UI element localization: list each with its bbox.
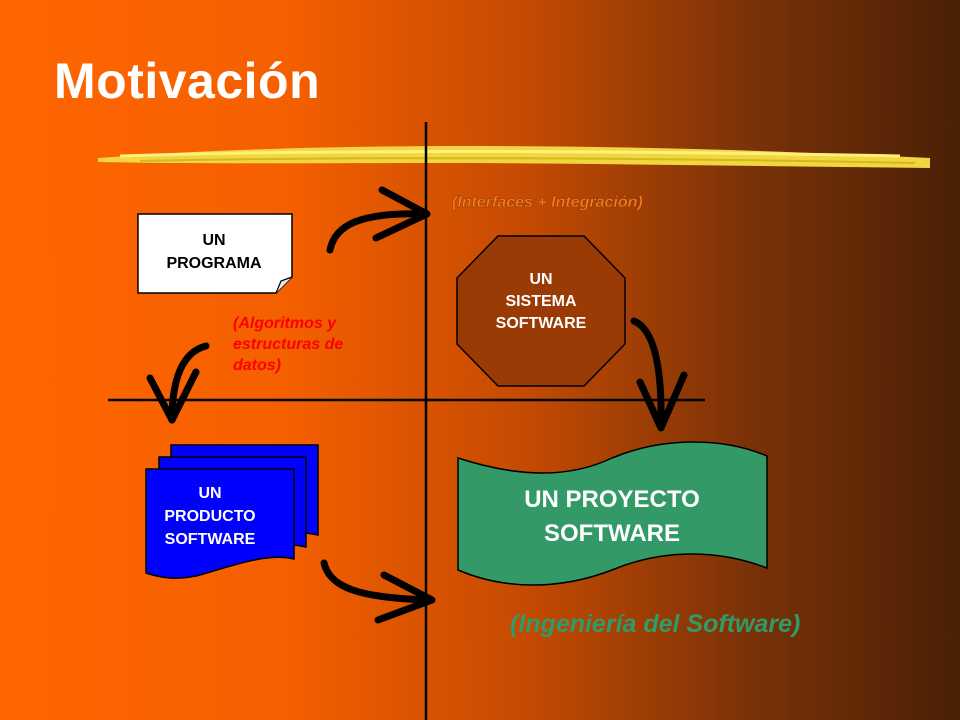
note-algoritmos-line-2: estructuras de <box>233 336 343 353</box>
sistema-node: UN SISTEMA SOFTWARE <box>456 235 626 387</box>
proyecto-line-1: UN PROYECTO <box>524 486 700 513</box>
note-ingenieria: (Ingeniería del Software) <box>510 610 800 638</box>
proyecto-line-2: SOFTWARE <box>544 520 680 547</box>
sistema-line-3: SOFTWARE <box>496 315 587 332</box>
producto-line-2: PRODUCTO <box>164 508 255 525</box>
title-brush-stroke <box>98 146 930 168</box>
arrow-programa-to-producto <box>146 342 210 424</box>
arrow-producto-to-proyecto <box>320 559 436 624</box>
note-algoritmos-line-1: (Algoritmos y <box>233 315 337 332</box>
note-algoritmos-line-3: datos) <box>233 357 281 374</box>
producto-line-3: SOFTWARE <box>165 531 256 548</box>
sistema-line-2: SISTEMA <box>505 293 577 310</box>
arrow-sistema-to-proyecto <box>630 317 688 432</box>
note-interfaces: (Interfaces + Integración) <box>452 194 643 211</box>
programa-node: UN PROGRAMA <box>137 213 293 294</box>
slide-title: Motivación <box>54 53 321 109</box>
programa-line-2: PROGRAMA <box>166 255 262 272</box>
proyecto-node: UN PROYECTO SOFTWARE <box>457 441 768 586</box>
sistema-line-1: UN <box>529 271 552 288</box>
producto-node: UN PRODUCTO SOFTWARE <box>145 444 319 579</box>
arrow-programa-to-sistema <box>326 186 431 254</box>
producto-line-1: UN <box>198 485 221 502</box>
note-algoritmos: (Algoritmos y estructuras de datos) <box>233 315 343 374</box>
programa-line-1: UN <box>202 232 225 249</box>
